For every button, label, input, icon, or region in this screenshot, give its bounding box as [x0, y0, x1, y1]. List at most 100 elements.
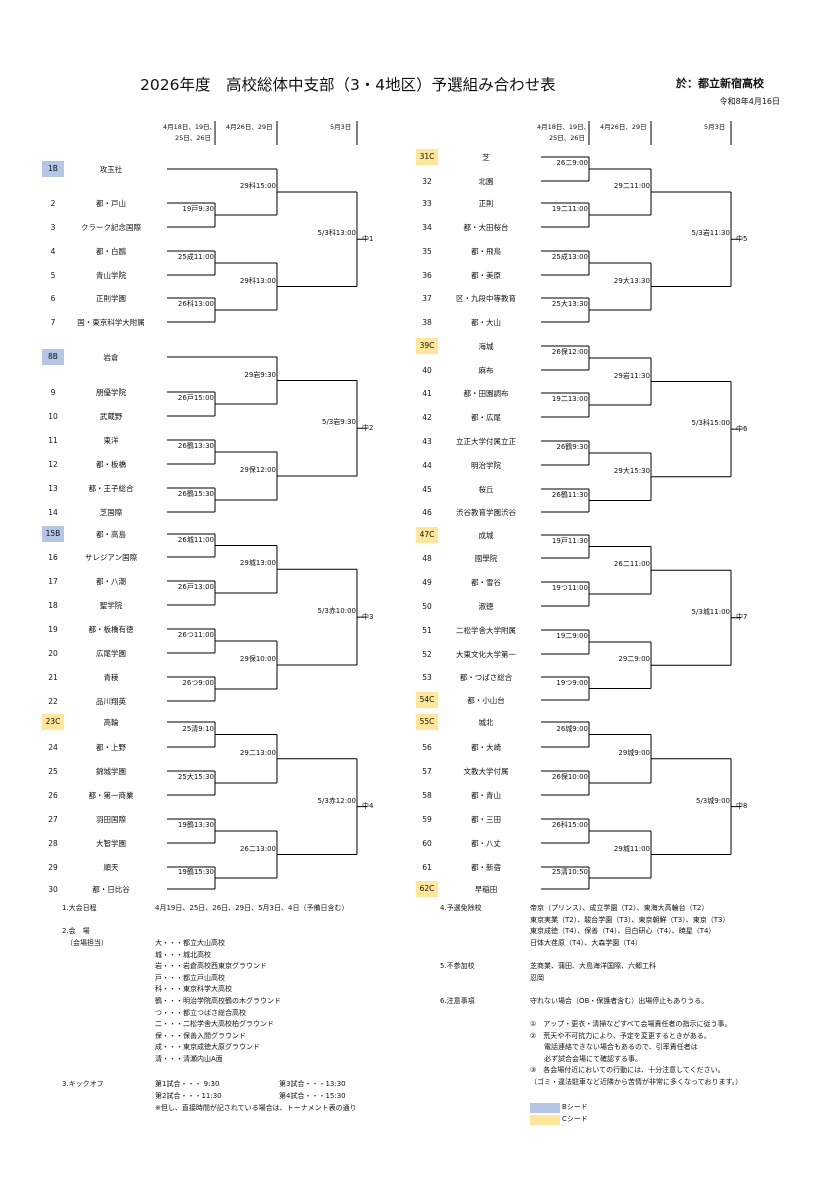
- legend-b-label: Bシード: [562, 1103, 588, 1111]
- team-number: 34: [422, 222, 432, 232]
- match-time-label: 29岩11:30: [595, 371, 650, 381]
- venue-section-sub: （会場担当）: [66, 939, 108, 947]
- team-name: 都・大田桜台: [463, 222, 509, 232]
- match-time-label: 26つ9:00: [159, 679, 214, 688]
- team-number: 13: [48, 483, 58, 493]
- team-name: 芝: [482, 152, 490, 162]
- absent-label: 5.不参加校: [440, 962, 475, 970]
- team-name: 国・東京科学大附属: [77, 317, 145, 327]
- match-time-label: 26戸13:00: [159, 583, 214, 592]
- team-number: 38: [422, 317, 432, 327]
- team-number: 15B: [42, 526, 64, 542]
- rule-line: ③ 各会場付近においての行動には、十分注意してください。: [530, 1066, 725, 1075]
- match-time-label: 26城9:00: [533, 724, 588, 734]
- team-name: 大東文化大学第一: [456, 649, 516, 659]
- match-time-label: 25成11:00: [159, 253, 214, 262]
- match-time-label: 25清10:50: [533, 868, 588, 877]
- match-time-label: 5/3城11:00: [675, 607, 730, 617]
- team-number: 23C: [42, 714, 64, 730]
- match-time-label: 26鶴13:30: [159, 442, 214, 451]
- team-number: 10: [48, 411, 58, 421]
- team-number: 61: [422, 862, 432, 872]
- team-number: 7: [50, 317, 56, 327]
- match-time-label: 19鶴15:30: [159, 868, 214, 877]
- match-time-label: 29保12:00: [221, 466, 276, 475]
- team-name: 二松学舎大学附属: [456, 625, 516, 635]
- team-name: 成城: [478, 530, 494, 540]
- team-number: 25: [48, 766, 58, 776]
- team-name: 高輪: [103, 717, 119, 727]
- team-number: 39C: [416, 338, 438, 354]
- team-name: 早稲田: [474, 884, 498, 894]
- team-number: 24: [48, 742, 58, 752]
- team-name: 岩倉: [103, 352, 119, 362]
- col-header-r1: 4月18日、19日、: [163, 123, 217, 131]
- venue-section-label: 2.会 場: [62, 927, 90, 935]
- team-number: 17: [48, 576, 58, 586]
- team-number: 27: [48, 814, 58, 824]
- team-number: 51: [422, 625, 432, 635]
- exempt-line: 日体大荏原（T4）、大森学園（T4）: [530, 938, 642, 947]
- col-header-r2-right: 4月26日、29日: [600, 123, 647, 131]
- team-number: 5: [50, 270, 56, 280]
- kickoff-note: ※但し、直接時間が記されている場合は、トーナメント表の通り: [155, 1104, 357, 1112]
- team-name: 品川翔英: [96, 696, 126, 706]
- team-name: 青稜: [103, 672, 119, 682]
- final-code-label: 中8: [736, 802, 748, 811]
- final-code-label: 中6: [736, 424, 748, 433]
- team-number: 1B: [42, 161, 64, 177]
- team-name: 海城: [478, 341, 494, 351]
- team-number: 22: [48, 696, 58, 706]
- team-name: 城北: [478, 717, 494, 727]
- team-number: 46: [422, 507, 432, 517]
- kickoff-label: 3.キックオフ: [62, 1080, 104, 1088]
- match-time-label: 29城13:00: [221, 559, 276, 569]
- match-time-label: 25成13:00: [533, 253, 588, 262]
- match-time-label: 29城9:00: [595, 748, 650, 758]
- match-time-label: 5/3赤12:00: [301, 796, 356, 806]
- team-name: 朋優学院: [96, 387, 126, 397]
- match-time-label: 5/3科15:00: [675, 419, 730, 429]
- team-name: 國學院: [474, 553, 498, 563]
- team-number: 36: [422, 270, 432, 280]
- team-number: 55C: [416, 714, 438, 730]
- final-code-label: 中4: [362, 802, 374, 811]
- team-number: 60: [422, 838, 432, 848]
- rule-line: 電話連絡できない場合もあるので、引率責任者は: [530, 1043, 698, 1052]
- col-header-r1b: 25日、26日: [175, 134, 212, 142]
- match-time-label: 26二11:00: [595, 560, 650, 570]
- match-time-label: 26鶴15:30: [159, 490, 214, 499]
- kickoff-1: 第1試合・・・ 9:30: [155, 1080, 220, 1088]
- team-number: 57: [422, 766, 432, 776]
- team-name: 都・日比谷: [92, 884, 130, 894]
- absent-line: 芝商業、蒲田、大島海洋国際、六郷工科: [530, 962, 656, 970]
- match-time-label: 29大13:30: [595, 276, 650, 286]
- rule-line: ① アップ・更衣・清掃などすべて会場責任者の指示に従う事。: [530, 1020, 732, 1028]
- team-name: 正則: [478, 198, 494, 208]
- venue-item: 科・・・東京科学大高校: [155, 985, 232, 994]
- team-name: 都・高島: [96, 529, 126, 539]
- col-header-r2: 4月26日、29日: [226, 123, 273, 131]
- team-name: 都・青山: [471, 790, 501, 800]
- team-name: 麻布: [478, 365, 494, 375]
- match-time-label: 29保10:00: [221, 655, 276, 664]
- legend-c-swatch: [530, 1115, 560, 1125]
- match-time-label: 19鶴13:30: [159, 821, 214, 830]
- team-number: 29: [48, 862, 58, 872]
- venue-item: 戸・・・都立戸山高校: [155, 973, 225, 982]
- venue-label: 於：都立新宿高校: [676, 77, 764, 90]
- team-name: 聖学院: [99, 600, 123, 610]
- team-name: 都・板橋有徳: [88, 624, 134, 634]
- venue-item: つ・・・都立つばさ総合高校: [155, 1008, 246, 1017]
- match-time-label: 26保10:00: [533, 773, 588, 782]
- rule-line: ② 荒天や不可抗力により、予定を変更するときがある。: [530, 1031, 711, 1040]
- team-number: 11: [48, 435, 58, 445]
- final-code-label: 中3: [362, 612, 374, 621]
- team-name: 順天: [103, 862, 119, 872]
- team-name: 都・上野: [96, 742, 126, 752]
- team-name: 都・広尾: [471, 412, 501, 422]
- caution-text: 守れない場合（OB・保護者含む）出場停止もありうる。: [530, 997, 709, 1005]
- match-time-label: 26戸15:00: [159, 394, 214, 403]
- team-name: 都・新宿: [471, 862, 501, 872]
- team-name: 広尾学園: [96, 648, 126, 658]
